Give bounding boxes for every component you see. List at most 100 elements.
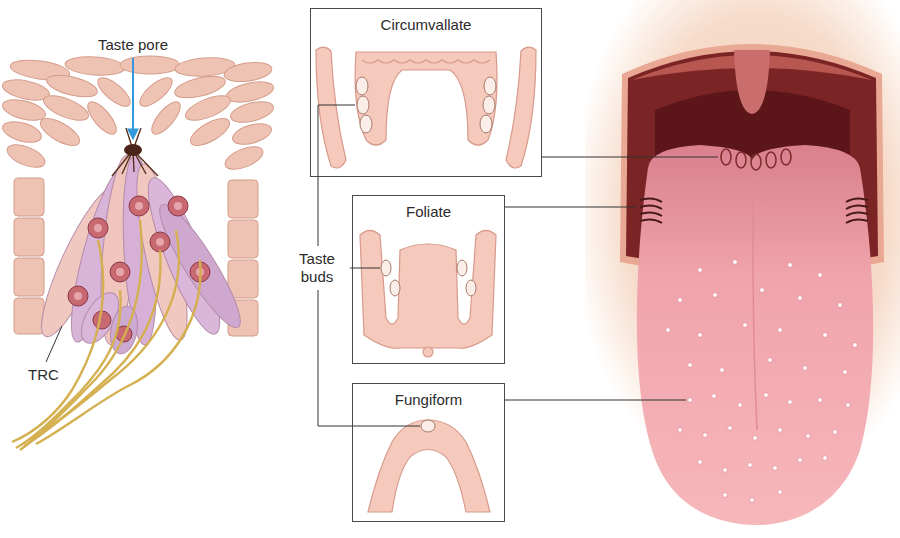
- epithelial-cell: [228, 260, 258, 298]
- median-groove: [753, 162, 757, 430]
- leader-line: [505, 400, 686, 401]
- taste-bud: [457, 260, 467, 276]
- fold-line: [846, 205, 868, 209]
- nerve-fibre: [36, 260, 200, 444]
- fold-line: [640, 212, 662, 216]
- fold-line: [846, 212, 868, 216]
- papilla-dot: [803, 366, 808, 371]
- inset-title: Foliate: [353, 196, 504, 220]
- epithelial-cell: [223, 60, 273, 85]
- nucleolus: [74, 292, 82, 300]
- nucleolus: [135, 202, 143, 210]
- leader-line: [542, 157, 718, 158]
- taste-buds: [381, 260, 476, 296]
- papilla-dot: [678, 428, 683, 433]
- taste-bud: [357, 96, 369, 114]
- pointer-arrow: [132, 58, 134, 138]
- papilla-dot: [846, 403, 851, 408]
- papilla-dot: [688, 398, 693, 403]
- papilla-dot: [703, 433, 708, 438]
- nucleus: [150, 232, 170, 252]
- papilla-dot: [738, 403, 743, 408]
- nucleus: [68, 286, 88, 306]
- papilla-dot: [760, 288, 765, 293]
- inset-box: Circumvallate: [310, 8, 542, 177]
- papilla-dot: [688, 363, 693, 368]
- nucleolus: [116, 268, 124, 276]
- taste-bud: [390, 280, 400, 296]
- papilla-dot: [723, 468, 728, 473]
- fold-line: [640, 219, 662, 223]
- surface-folds: [362, 60, 490, 63]
- epithelial-cell: [228, 98, 275, 126]
- epithelial-cell: [0, 96, 47, 124]
- epithelial-cell: [14, 178, 44, 216]
- epithelial-cell: [0, 118, 43, 146]
- papilla-dot: [823, 333, 828, 338]
- taste-bud: [484, 77, 496, 95]
- papilla-dot: [698, 268, 703, 273]
- papilla-dot: [843, 370, 848, 375]
- trench-wall: [316, 47, 346, 168]
- papilla-dot: [788, 263, 793, 268]
- circumvallate-papilla: [316, 47, 536, 168]
- part-label: Taste pore: [98, 36, 168, 54]
- inset-box: Fungiform: [352, 383, 505, 522]
- fold-line: [640, 198, 662, 202]
- epithelial-cell: [14, 258, 44, 296]
- papilla-dot: [823, 456, 828, 461]
- epithelial-cell: [120, 56, 180, 74]
- papilla-mark: [721, 149, 731, 165]
- epithelial-cell: [64, 55, 125, 77]
- taste-bud: [421, 420, 435, 432]
- leader-lines: [505, 157, 718, 400]
- papilla-mark: [751, 154, 761, 170]
- taste-bud: [480, 115, 492, 133]
- epithelial-cell: [228, 180, 258, 218]
- papilla-dot: [743, 323, 748, 328]
- fungiform-papilla: [368, 420, 490, 512]
- papilla-dot: [773, 466, 778, 471]
- papilla-mark: [766, 152, 776, 168]
- bracket-line: [318, 105, 319, 246]
- inset-box: Foliate: [352, 195, 505, 364]
- fold-line: [846, 198, 868, 202]
- circumvallate-papillae: [721, 149, 791, 170]
- nucleolus: [156, 238, 164, 246]
- epithelial-cell: [4, 140, 48, 172]
- leader-line: [318, 105, 355, 106]
- papilla: [360, 231, 496, 349]
- papilla-dot: [698, 333, 703, 338]
- papilla-dot: [818, 398, 823, 403]
- leader-line: [350, 268, 380, 269]
- papilla-dot: [720, 368, 725, 373]
- papilla-dot: [678, 298, 683, 303]
- nerve-fibres: [12, 220, 200, 450]
- papilla-dot: [818, 273, 823, 278]
- taste-bud: [360, 115, 372, 133]
- epithelial-cell: [225, 78, 276, 106]
- papilla-dot: [838, 303, 843, 308]
- trench-wall: [506, 47, 536, 168]
- taste-buds: [356, 77, 496, 133]
- nucleus: [110, 262, 130, 282]
- epithelial-cell: [186, 113, 233, 151]
- epithelial-cell: [222, 142, 266, 174]
- taste-bud: [381, 260, 391, 276]
- papilla-mark: [736, 152, 746, 168]
- epithelial-cell: [14, 298, 44, 334]
- papilla-dot: [733, 260, 738, 265]
- papilla-dot: [728, 426, 733, 431]
- fold-line: [640, 205, 662, 209]
- nerve-fibre: [12, 240, 103, 442]
- taste-bud: [466, 280, 476, 296]
- papilla-dot: [713, 293, 718, 298]
- papilla-dot: [666, 328, 671, 333]
- papilla-dot: [698, 460, 703, 465]
- tongue: [637, 145, 873, 525]
- foliate-papillae: [640, 198, 868, 223]
- papilla-dot: [806, 434, 811, 439]
